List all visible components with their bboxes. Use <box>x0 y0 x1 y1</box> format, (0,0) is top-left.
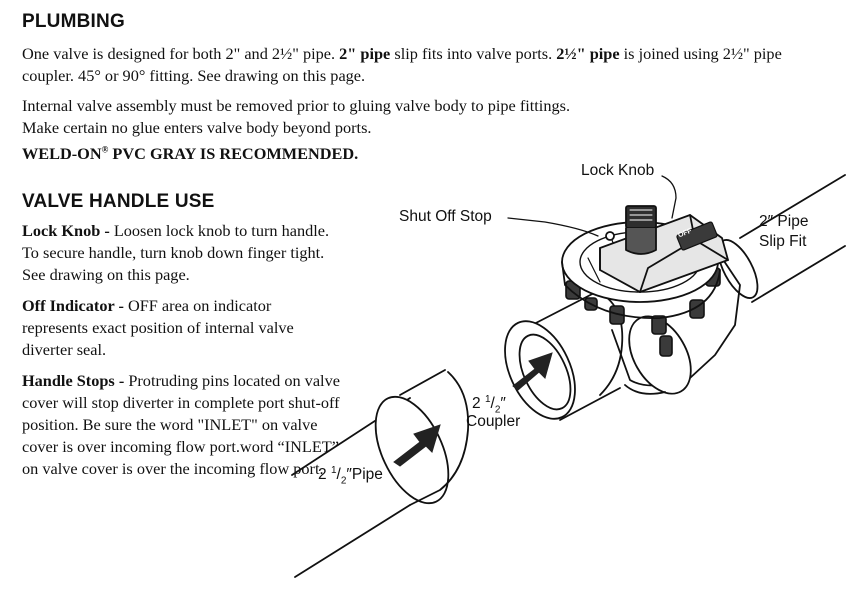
text-span: ″Pipe <box>346 466 383 484</box>
plumbing-paragraph-2: Internal valve assembly must be removed … <box>22 95 827 165</box>
text-span: 2 <box>472 395 481 413</box>
text-span: One valve is designed for both 2" and 2½… <box>22 44 340 63</box>
off-indicator-label: Off Indicator - <box>22 296 124 315</box>
arrow-pipe-into-coupler <box>393 424 441 467</box>
text-span: PVC GRAY IS RECOMMENDED. <box>108 144 359 164</box>
plumbing-heading: PLUMBING <box>22 11 125 32</box>
text-span: is joined using 2½" pipe coupler. 45° or… <box>22 44 782 85</box>
lock-knob-leader <box>661 175 677 219</box>
coupler <box>504 289 624 421</box>
pipe-2-5in-callout: 2 1/2″Pipe <box>318 465 383 487</box>
coupler-size-callout: 2 1/2″ <box>472 394 506 416</box>
shut-off-stop-callout: Shut Off Stop <box>399 208 492 225</box>
lock-knob-callout: Lock Knob <box>581 162 655 179</box>
valve-handle-heading: VALVE HANDLE USE <box>22 191 215 212</box>
shut-off-stop-leader <box>507 217 599 237</box>
fraction-denominator: 2 <box>340 475 347 487</box>
handle-stops-label: Handle Stops - <box>22 371 125 390</box>
coupler-callout: Coupler <box>466 413 521 430</box>
bold-2in-pipe: 2" pipe <box>339 44 391 63</box>
text-span: WELD-ON <box>22 144 102 164</box>
fraction-numerator: 1 <box>330 465 337 476</box>
arrow-coupler-into-valve <box>512 352 553 391</box>
off-indicator-paragraph: Off Indicator - OFF area on indicator re… <box>22 295 334 361</box>
text-span: ″ <box>500 395 506 413</box>
text-span: slip fits into valve ports. <box>390 44 557 63</box>
registered-mark: ® <box>101 145 109 155</box>
lock-knob-label: Lock Knob - <box>22 221 110 240</box>
handle-stops-paragraph: Handle Stops - Protruding pins located o… <box>22 370 340 480</box>
text-span: 2 <box>318 466 327 484</box>
valve-body <box>565 254 741 395</box>
text-span: Make certain no glue enters valve body b… <box>22 118 372 137</box>
text-span: Internal valve assembly must be removed … <box>22 96 571 115</box>
text-span: Slip Fit <box>759 233 807 250</box>
valve-handle <box>599 214 729 293</box>
text-span: 2″ Pipe <box>759 213 809 230</box>
lock-knob-paragraph: Lock Knob - Loosen lock knob to turn han… <box>22 220 334 286</box>
valve-plumbing-drawing <box>291 174 846 578</box>
text-span: Protruding pins located on valve cover w… <box>22 371 340 478</box>
text-span: Loosen lock knob to turn handle. To secu… <box>22 221 330 284</box>
weld-on-recommendation: WELD-ON® PVC GRAY IS RECOMMENDED. <box>22 144 358 163</box>
text-span: OFF area on indicator represents exact p… <box>22 296 294 359</box>
fraction-denominator: 2 <box>494 404 501 416</box>
plumbing-paragraph-1: One valve is designed for both 2" and 2½… <box>22 43 827 87</box>
fraction-numerator: 1 <box>484 394 491 405</box>
lock-knob <box>625 205 657 255</box>
bold-2-5in-pipe: 2½" pipe <box>556 44 620 63</box>
